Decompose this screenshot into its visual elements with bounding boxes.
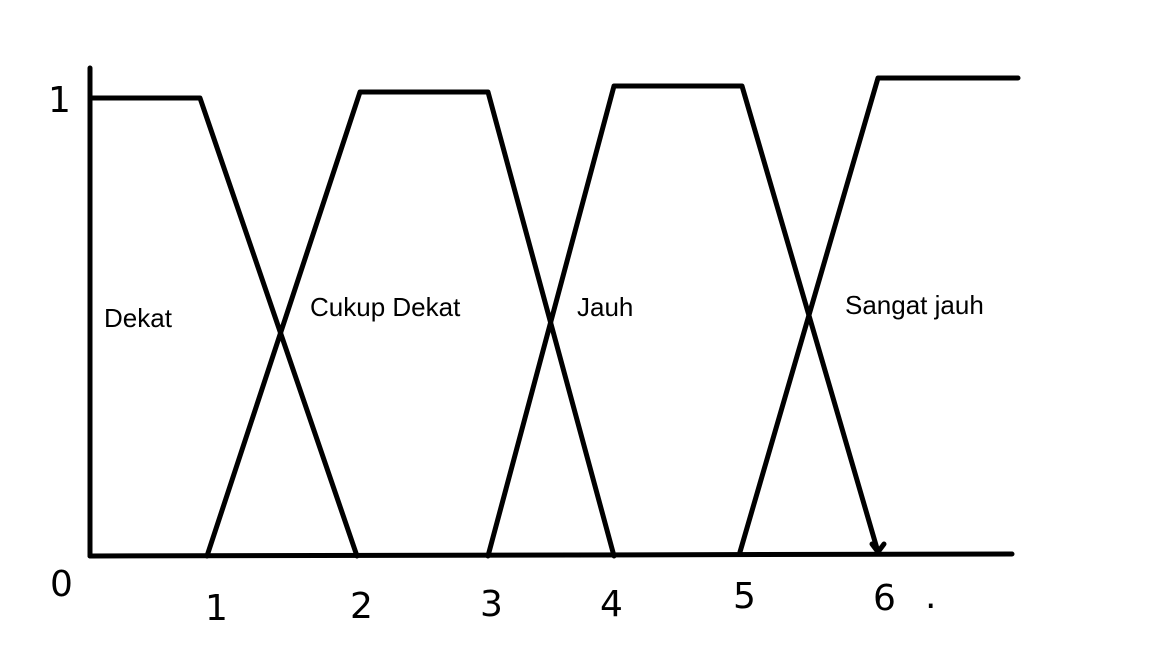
series-label-jauh: Jauh xyxy=(577,292,633,322)
x-tick-label-6: 6 xyxy=(873,578,896,619)
series-label-sangat-jauh: Sangat jauh xyxy=(845,290,984,320)
y-tick-label-1: 1 xyxy=(48,80,71,121)
x-tick-label-4: 4 xyxy=(600,584,623,625)
stray-dot: . xyxy=(925,576,936,617)
series-label-cukup-dekat: Cukup Dekat xyxy=(310,292,461,322)
series-line-sangat-jauh xyxy=(737,75,1021,555)
series-label-dekat: Dekat xyxy=(104,303,173,333)
x-tick-label-5: 5 xyxy=(733,576,756,617)
series-line-dekat xyxy=(87,95,360,559)
x-tick-label-3: 3 xyxy=(480,584,503,625)
arrow-head xyxy=(869,541,887,555)
y-tick-label-0: 0 xyxy=(50,564,73,605)
series-line-jauh xyxy=(485,83,881,559)
x-tick-label-1: 1 xyxy=(205,588,228,629)
x-axis xyxy=(87,551,1015,559)
series-line-cukup-dekat xyxy=(204,89,617,559)
x-tick-label-2: 2 xyxy=(350,586,373,627)
